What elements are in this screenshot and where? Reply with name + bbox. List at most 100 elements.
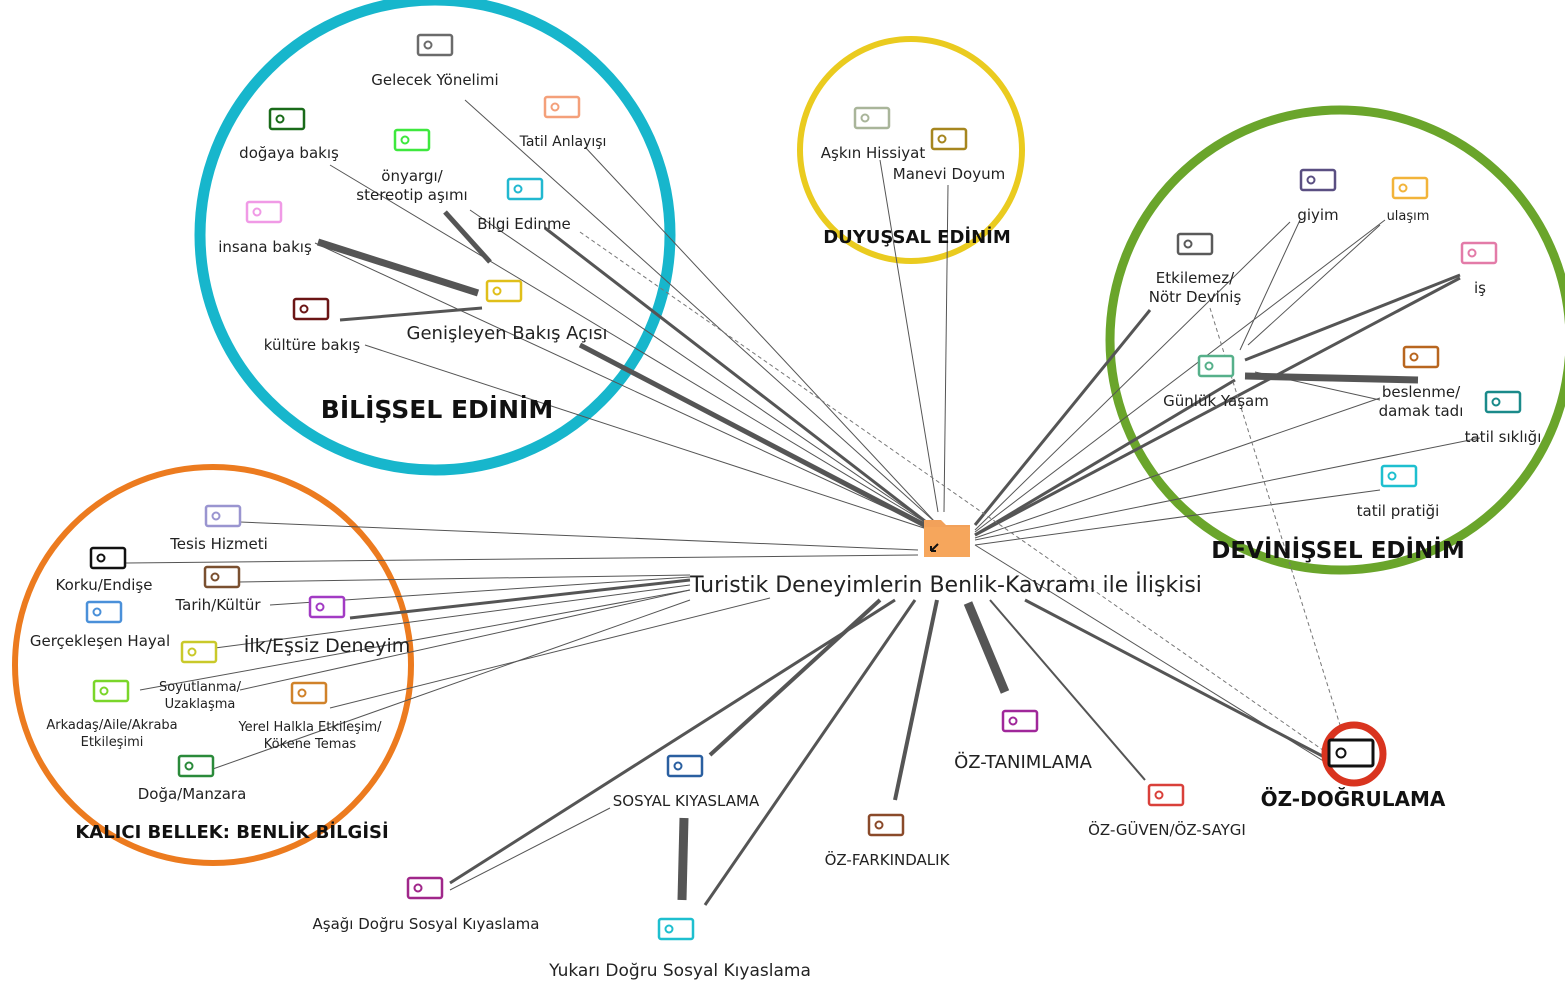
tag-icon xyxy=(204,504,242,528)
code-node-giyim[interactable]: giyim xyxy=(1297,168,1339,224)
code-node-ulasim[interactable]: ulaşım xyxy=(1387,176,1430,224)
code-label: Soyutlanma/Uzaklaşma xyxy=(159,680,242,712)
group-title-duyussal: DUYUŞSAL EDİNİM xyxy=(823,226,1011,248)
code-node-asagi[interactable]: Aşağı Doğru Sosyal Kıyaslama xyxy=(313,876,540,933)
tag-icon xyxy=(930,127,968,151)
code-label: insana bakış xyxy=(218,238,312,256)
tag-icon xyxy=(1460,241,1498,265)
tag-icon xyxy=(1402,345,1440,369)
code-node-gerceklesen[interactable]: Gerçekleşen Hayal xyxy=(30,600,170,650)
tag-icon xyxy=(543,95,581,119)
group-title-bilissel: BİLİŞSEL EDİNİM xyxy=(321,394,553,424)
code-label: İlk/Eşsiz Deneyim xyxy=(244,634,410,657)
code-node-kulture-bakis[interactable]: kültüre bakış xyxy=(264,297,361,354)
code-label: beslenme/damak tadı xyxy=(1379,383,1464,420)
tag-icon xyxy=(1001,709,1039,733)
code-label: Aşağı Doğru Sosyal Kıyaslama xyxy=(313,915,540,933)
highlight-ring xyxy=(1321,721,1387,787)
code-node-is[interactable]: iş xyxy=(1460,241,1498,297)
code-node-doga-manzara[interactable]: Doğa/Manzara xyxy=(138,754,247,803)
code-node-beslenme[interactable]: beslenme/damak tadı xyxy=(1379,345,1464,420)
code-label: kültüre bakış xyxy=(264,336,361,354)
code-node-oz-dogrulama[interactable]: ÖZ-DOĞRULAMA xyxy=(1261,721,1446,811)
code-node-etkilemez[interactable]: Etkilemez/Nötr Deviniş xyxy=(1149,232,1242,306)
code-label: Bilgi Edinme xyxy=(477,215,571,233)
code-node-onyargi[interactable]: önyargı/stereotip aşımı xyxy=(356,128,468,204)
group-circle-devinissel xyxy=(1105,105,1565,575)
center-label: Turistik Deneyimlerin Benlik-Kavramı ile… xyxy=(689,572,1202,598)
code-label: Genişleyen Bakış Açısı xyxy=(407,323,608,344)
tag-icon xyxy=(177,754,215,778)
code-label: iş xyxy=(1474,279,1486,297)
tag-icon xyxy=(1327,738,1375,768)
center-folder-icon[interactable] xyxy=(924,520,970,557)
tag-icon xyxy=(292,297,330,321)
tag-icon xyxy=(268,107,306,131)
code-node-oz-guven[interactable]: ÖZ-GÜVEN/ÖZ-SAYGI xyxy=(1088,783,1246,839)
code-label: ulaşım xyxy=(1387,209,1430,224)
code-label: Manevi Doyum xyxy=(893,165,1005,183)
code-label: Yukarı Doğru Sosyal Kıyaslama xyxy=(548,961,811,981)
code-node-dogaya-bakis[interactable]: doğaya bakış xyxy=(239,107,339,162)
code-node-bilgi-edinme[interactable]: Bilgi Edinme xyxy=(477,177,571,233)
tag-icon xyxy=(290,681,328,705)
code-node-tatil-sikligi[interactable]: tatil sıklığı xyxy=(1465,390,1542,446)
code-node-yerel[interactable]: Yerel Halkla Etkileşim/Kökene Temas xyxy=(237,681,382,752)
tag-icon xyxy=(1147,783,1185,807)
code-node-manevi[interactable]: Manevi Doyum xyxy=(893,127,1005,183)
code-label: önyargı/stereotip aşımı xyxy=(356,167,467,204)
code-node-oz-tanimlama[interactable]: ÖZ-TANIMLAMA xyxy=(954,709,1093,773)
code-node-tarih[interactable]: Tarih/Kültür xyxy=(174,565,261,614)
code-node-soyutlanma[interactable]: Soyutlanma/Uzaklaşma xyxy=(159,640,242,712)
code-node-sosyal-kiyas[interactable]: SOSYAL KIYASLAMA xyxy=(613,754,760,810)
code-node-yukari[interactable]: Yukarı Doğru Sosyal Kıyaslama xyxy=(548,917,811,981)
tag-icon xyxy=(1484,390,1522,414)
code-node-gunluk[interactable]: Günlük Yaşam xyxy=(1163,354,1269,410)
code-label: tatil pratiği xyxy=(1357,502,1440,520)
group-title-kalici: KALICI BELLEK: BENLİK BİLGİSİ xyxy=(75,821,388,843)
tag-icon xyxy=(1380,464,1418,488)
code-label: giyim xyxy=(1297,206,1338,224)
code-label: ÖZ-FARKINDALIK xyxy=(825,850,951,869)
connector-lines xyxy=(124,99,1481,906)
tag-icon xyxy=(92,679,130,703)
tag-icon xyxy=(85,600,123,624)
code-node-gelecek[interactable]: Gelecek Yönelimi xyxy=(371,33,499,89)
code-label: Tarih/Kültür xyxy=(174,596,261,614)
code-node-ilk[interactable]: İlk/Eşsiz Deneyim xyxy=(244,595,410,657)
code-node-insana-bakis[interactable]: insana bakış xyxy=(218,200,312,256)
tag-icon xyxy=(485,279,523,303)
tag-icon xyxy=(867,813,905,837)
code-label: SOSYAL KIYASLAMA xyxy=(613,792,760,810)
tag-icon xyxy=(393,128,431,152)
code-label: ÖZ-GÜVEN/ÖZ-SAYGI xyxy=(1088,820,1246,839)
code-node-tatil-pratigi[interactable]: tatil pratiği xyxy=(1357,464,1440,520)
code-node-korku[interactable]: Korku/Endişe xyxy=(56,546,153,594)
tag-icon xyxy=(1299,168,1337,192)
tag-icon xyxy=(1197,354,1235,378)
code-node-tesis[interactable]: Tesis Hizmeti xyxy=(169,504,268,553)
code-label: Doğa/Manzara xyxy=(138,785,247,803)
tag-icon xyxy=(406,876,444,900)
code-node-tatil-anlayisi[interactable]: Tatil Anlayışı xyxy=(519,95,607,150)
code-node-oz-farkindalik[interactable]: ÖZ-FARKINDALIK xyxy=(825,813,951,869)
code-label: Gelecek Yönelimi xyxy=(371,71,498,89)
tag-icon xyxy=(1176,232,1214,256)
code-label: Gerçekleşen Hayal xyxy=(30,632,170,650)
code-label: ÖZ-DOĞRULAMA xyxy=(1261,787,1446,811)
tag-icon xyxy=(506,177,544,201)
tag-icon xyxy=(416,33,454,57)
group-circle-duyussal xyxy=(797,36,1025,264)
tag-icon xyxy=(1391,176,1429,200)
code-node-genisleyen[interactable]: Genişleyen Bakış Açısı xyxy=(407,279,608,344)
tag-icon xyxy=(666,754,704,778)
code-node-askin[interactable]: Aşkın Hissiyat xyxy=(821,106,926,162)
code-label: Tesis Hizmeti xyxy=(169,535,268,553)
code-label: tatil sıklığı xyxy=(1465,428,1542,446)
code-label: doğaya bakış xyxy=(239,144,339,162)
code-label: Aşkın Hissiyat xyxy=(821,144,926,162)
